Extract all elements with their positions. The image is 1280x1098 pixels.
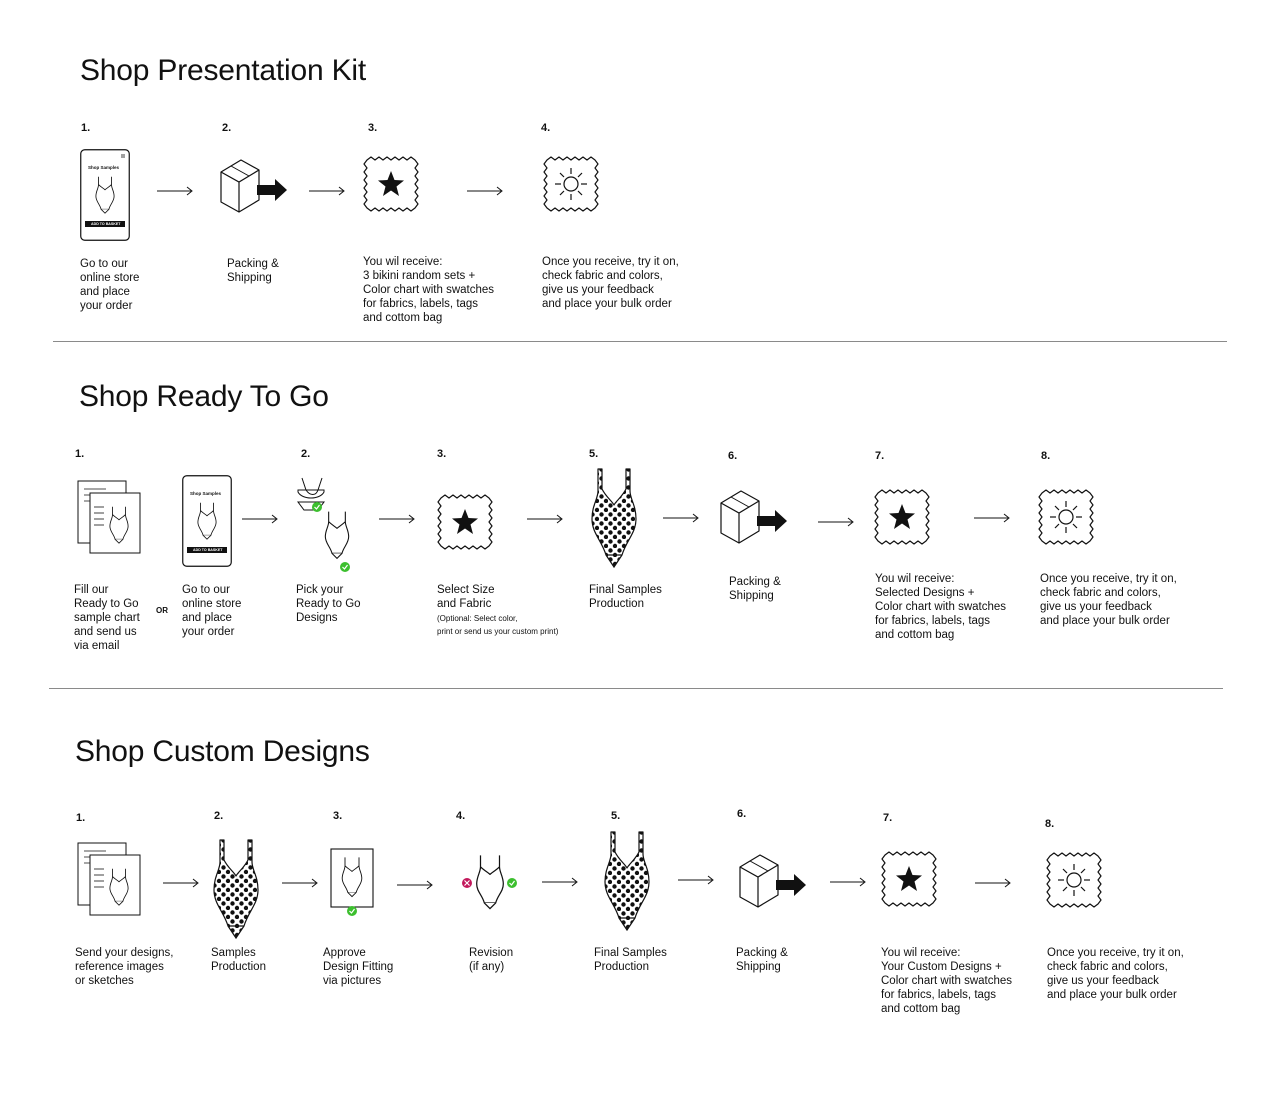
step-number: 2. — [214, 810, 224, 822]
arrow-right-icon — [974, 510, 1010, 528]
arrow-right-icon — [663, 510, 699, 528]
section-title-ready-to-go: Shop Ready To Go — [79, 380, 329, 413]
arrow-right-icon — [678, 872, 714, 890]
step-number: 5. — [611, 810, 621, 822]
step-caption: Select Size and Fabric — [437, 584, 495, 610]
step-number: 8. — [1041, 450, 1051, 462]
polka-swimsuit-icon — [603, 830, 651, 932]
phone-shop-icon — [182, 475, 232, 567]
add-to-basket-button: ADD TO BASKET — [193, 548, 223, 552]
step-number: 4. — [456, 810, 466, 822]
step-number: 3. — [437, 448, 447, 460]
step-number: 6. — [728, 450, 738, 462]
arrow-right-icon — [975, 875, 1011, 893]
step-caption: Packing & Shipping — [729, 576, 781, 602]
step-caption: You wil receive: Selected Designs + Colo… — [875, 573, 1007, 641]
step-number: 6. — [737, 808, 747, 820]
box-shipping-icon — [719, 489, 791, 545]
phone-header-text: Shop Samples — [190, 491, 222, 496]
swatch-star-icon — [437, 494, 493, 550]
step-caption: Once you receive, try it on, check fabri… — [1040, 573, 1177, 627]
documents-icon — [76, 479, 142, 555]
swatch-star-icon — [363, 156, 419, 212]
swatch-sun-icon — [1038, 489, 1094, 545]
step-number: 4. — [541, 122, 551, 134]
step-caption: Send your designs, reference images or s… — [75, 947, 174, 987]
step-number: 2. — [222, 122, 232, 134]
add-to-basket-button: ADD TO BASKET — [91, 222, 121, 226]
step-caption: Revision (if any) — [469, 947, 514, 973]
step-caption: Packing & Shipping — [736, 947, 788, 973]
or-label: OR — [156, 606, 168, 615]
section-divider — [49, 688, 1223, 689]
swatch-sun-icon — [1046, 852, 1102, 908]
step-caption: Samples Production — [211, 947, 266, 973]
box-shipping-icon — [738, 853, 810, 909]
section-divider — [53, 341, 1227, 342]
arrow-right-icon — [818, 514, 854, 532]
arrow-right-icon — [163, 875, 199, 893]
step-note: (Optional: Select color, print or send u… — [437, 614, 559, 636]
arrow-right-icon — [397, 877, 433, 895]
arrow-right-icon — [830, 874, 866, 892]
step-caption: Packing & Shipping — [227, 258, 279, 284]
step-caption: You wil receive: Your Custom Designs + C… — [881, 947, 1013, 1015]
arrow-right-icon — [309, 183, 345, 201]
arrow-right-icon — [542, 874, 578, 892]
step-caption: Final Samples Production — [594, 947, 667, 973]
arrow-right-icon — [242, 511, 278, 529]
section-title-custom-designs: Shop Custom Designs — [75, 735, 370, 768]
step-number: 1. — [76, 812, 86, 824]
step-caption: Approve Design Fitting via pictures — [323, 947, 394, 987]
step-caption: You wil receive: 3 bikini random sets + … — [363, 256, 495, 324]
pick-designs-icon — [296, 476, 356, 576]
step-number: 1. — [75, 448, 85, 460]
phone-header-text: Shop Samples — [88, 165, 120, 170]
swatch-star-icon — [881, 851, 937, 907]
step-number: 2. — [301, 448, 311, 460]
phone-shop-icon — [80, 149, 130, 241]
step-number: 3. — [368, 122, 378, 134]
arrow-right-icon — [157, 183, 193, 201]
arrow-right-icon — [282, 875, 318, 893]
arrow-right-icon — [527, 511, 563, 529]
fitting-photo-icon — [330, 848, 376, 918]
step-caption: Pick your Ready to Go Designs — [296, 584, 361, 624]
step-number: 7. — [883, 812, 893, 824]
documents-icon — [76, 841, 142, 917]
step-caption: Once you receive, try it on, check fabri… — [1047, 947, 1184, 1001]
step-number: 5. — [589, 448, 599, 460]
box-shipping-icon — [219, 158, 291, 214]
step-caption: Once you receive, try it on, check fabri… — [542, 256, 679, 310]
polka-swimsuit-icon — [590, 467, 638, 569]
section-title-presentation-kit: Shop Presentation Kit — [80, 54, 366, 87]
step-number: 3. — [333, 810, 343, 822]
step-caption: Fill our Ready to Go sample chart and se… — [74, 584, 140, 652]
step-caption: Go to our online store and place your or… — [182, 584, 242, 638]
swatch-star-icon — [874, 489, 930, 545]
revision-swimsuit-icon — [459, 846, 521, 918]
step-caption: Final Samples Production — [589, 584, 662, 610]
step-number: 7. — [875, 450, 885, 462]
step-number: 1. — [81, 122, 91, 134]
step-caption: Go to our online store and place your or… — [80, 258, 140, 312]
step-number: 8. — [1045, 818, 1055, 830]
arrow-right-icon — [467, 183, 503, 201]
arrow-right-icon — [379, 511, 415, 529]
swatch-sun-icon — [543, 156, 599, 212]
polka-swimsuit-icon — [212, 838, 260, 940]
